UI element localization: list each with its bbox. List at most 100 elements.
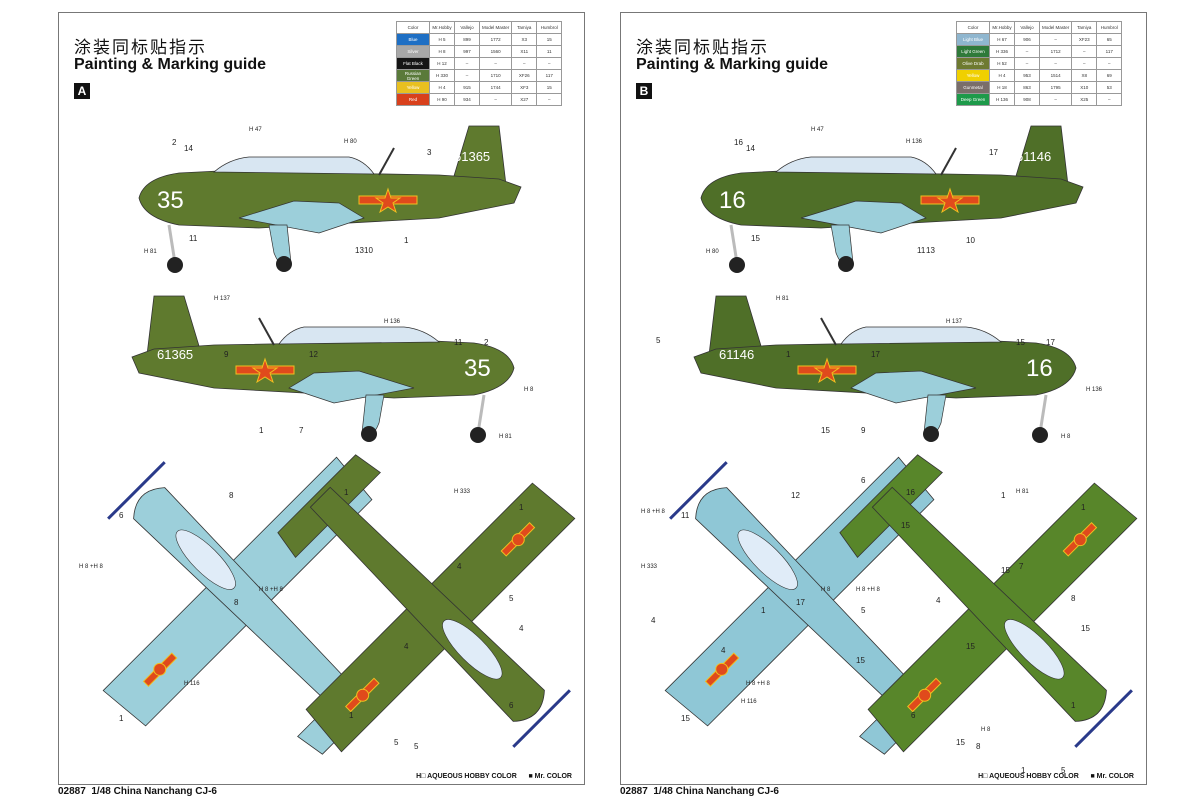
paint-reference: H 116 xyxy=(184,681,200,687)
canopy xyxy=(278,326,441,345)
paint-reference: H 8 +H 8 xyxy=(79,564,104,570)
star-insignia xyxy=(813,357,841,384)
kit-title: 1/48 China Nanchang CJ-6 xyxy=(91,786,217,797)
paint-reference: H 136 xyxy=(1086,387,1103,393)
callout-number: 1 xyxy=(404,236,409,245)
wheel xyxy=(276,256,292,272)
paint-reference: H 8 xyxy=(821,587,831,593)
canopy xyxy=(175,529,236,590)
callout-number: 5 xyxy=(394,738,399,747)
canopy xyxy=(1004,619,1065,680)
propeller xyxy=(1074,689,1133,748)
title-english: Painting & Marking guide xyxy=(74,56,267,73)
callout-number: 6 xyxy=(861,476,866,485)
side-number: 16 xyxy=(719,187,746,214)
paint-reference: H 47 xyxy=(249,127,262,133)
paint-reference: H 81 xyxy=(144,249,157,255)
top-view-aircraft xyxy=(277,454,576,753)
cell-color: Olive Drab xyxy=(956,57,990,70)
callout-number: 7 xyxy=(1019,562,1024,571)
fuselage xyxy=(138,170,522,229)
antenna xyxy=(258,317,275,346)
cell-mm: – xyxy=(1038,93,1073,106)
callout-number: 1 xyxy=(119,714,124,723)
callout-number: 8 xyxy=(229,491,234,500)
callout-number: 4 xyxy=(936,596,941,605)
wing-underside xyxy=(238,200,365,234)
paint-reference: H 80 xyxy=(344,139,357,145)
cell-tamiya: X25 xyxy=(1071,93,1098,106)
color-legend: H□ AQUEOUS HOBBY COLOR ■ Mr. COLOR xyxy=(978,773,1134,780)
paint-reference: H 333 xyxy=(454,489,471,495)
canopy xyxy=(442,619,503,680)
paint-reference: H 8 +H 8 xyxy=(746,681,771,687)
tail-number: 61365 xyxy=(157,347,193,362)
callout-number: 11 xyxy=(917,246,926,255)
star-insignia xyxy=(153,662,167,676)
callout-number: 4 xyxy=(404,642,409,651)
callout-number: 17 xyxy=(871,350,880,359)
callout-number: 15 xyxy=(1016,338,1025,347)
cell-mm: – xyxy=(478,93,513,106)
legend-mr-color: ■ Mr. COLOR xyxy=(1090,773,1134,780)
callout-number: 1 xyxy=(349,711,354,720)
legend-hobby: H□ AQUEOUS HOBBY COLOR xyxy=(978,773,1079,780)
footer-a: 02887 1/48 China Nanchang CJ-6 xyxy=(58,786,217,797)
scheme-badge: B xyxy=(636,83,652,99)
paint-reference: H 81 xyxy=(499,434,512,440)
callout-number: 6 xyxy=(119,511,124,520)
side-number: 35 xyxy=(464,355,491,382)
color-legend: H□ AQUEOUS HOBBY COLOR ■ Mr. COLOR xyxy=(416,773,572,780)
cell-color: Yellow xyxy=(956,69,990,82)
legend-hobby: H□ AQUEOUS HOBBY COLOR xyxy=(416,773,517,780)
callout-number: 1 xyxy=(519,503,524,512)
antenna xyxy=(378,147,395,176)
callout-number: 4 xyxy=(651,616,656,625)
cell-color: Gunmetal xyxy=(956,81,990,94)
paint-reference: H 8 xyxy=(1061,434,1071,440)
callout-number: 17 xyxy=(989,148,998,157)
star-insignia xyxy=(356,688,370,702)
side-view-left xyxy=(138,125,522,273)
cell-humbrol: – xyxy=(536,93,563,106)
callout-number: 1 xyxy=(1001,491,1006,500)
callout-number: 1 xyxy=(761,606,766,615)
callout-number: 15 xyxy=(681,714,690,723)
star-insignia xyxy=(936,187,964,214)
propeller xyxy=(512,689,571,748)
paint-reference: H 80 xyxy=(706,249,719,255)
antenna xyxy=(940,147,957,176)
nose-gear-strut xyxy=(729,224,739,264)
nose-gear-strut xyxy=(167,224,177,264)
title-chinese: 涂装同标贴指示 xyxy=(636,38,769,57)
wheel xyxy=(838,256,854,272)
paint-reference: H 333 xyxy=(641,564,658,570)
wheel xyxy=(1032,427,1048,443)
star-insignia xyxy=(918,688,932,702)
callout-number: 2 xyxy=(484,338,489,347)
title-chinese: 涂装同标贴指示 xyxy=(74,38,207,57)
callout-number: 1 xyxy=(1081,503,1086,512)
callout-number: 8 xyxy=(976,742,981,751)
cell-vallejo: 934 xyxy=(454,93,480,106)
callout-number: 17 xyxy=(1046,338,1055,347)
callout-number: 4 xyxy=(457,562,462,571)
cell-humbrol: – xyxy=(536,57,563,70)
cell-hobby: H 90 xyxy=(429,93,455,106)
paint-reference: H 81 xyxy=(776,296,789,302)
callout-number: 5 xyxy=(414,742,419,751)
cell-color: Yellow xyxy=(396,81,430,94)
paint-reference: H 137 xyxy=(946,319,963,325)
tail-number: 61146 xyxy=(1016,149,1051,164)
paint-reference: H 8 xyxy=(524,387,534,393)
star-insignia xyxy=(1073,533,1087,547)
callout-number: 4 xyxy=(721,646,726,655)
callout-number: 12 xyxy=(309,350,318,359)
